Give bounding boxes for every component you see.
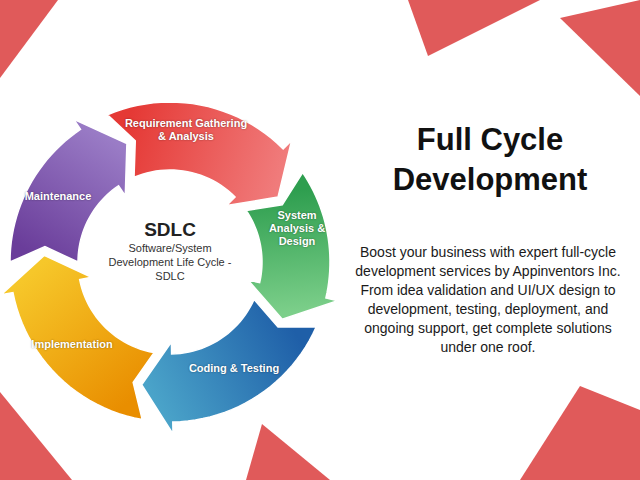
corner-triangle [408, 0, 540, 56]
phase-label: Requirement Gathering & Analysis [124, 117, 248, 143]
title-heading: Full Cycle Development [355, 120, 625, 200]
arrow-segment [142, 299, 317, 434]
arrow-segment [10, 119, 127, 262]
phase-label: Implementation [24, 338, 120, 351]
arrow-segment [1, 255, 154, 419]
phase-label: System Analysis & Design [266, 209, 328, 248]
arrow-segment [246, 173, 337, 320]
corner-triangle [0, 0, 58, 78]
corner-triangle [0, 392, 72, 480]
corner-triangle [520, 386, 640, 480]
center-subtitle: Software/System Development Life Cycle -… [95, 241, 245, 283]
phase-label: Coding & Testing [179, 362, 289, 375]
center-label: SDLC [110, 219, 230, 241]
corner-triangle [560, 0, 640, 96]
arrow-segment [107, 102, 291, 205]
description-text: Boost your business with expert full-cyc… [346, 243, 630, 357]
corner-triangle [246, 424, 330, 480]
phase-label: Maintenance [18, 190, 98, 203]
